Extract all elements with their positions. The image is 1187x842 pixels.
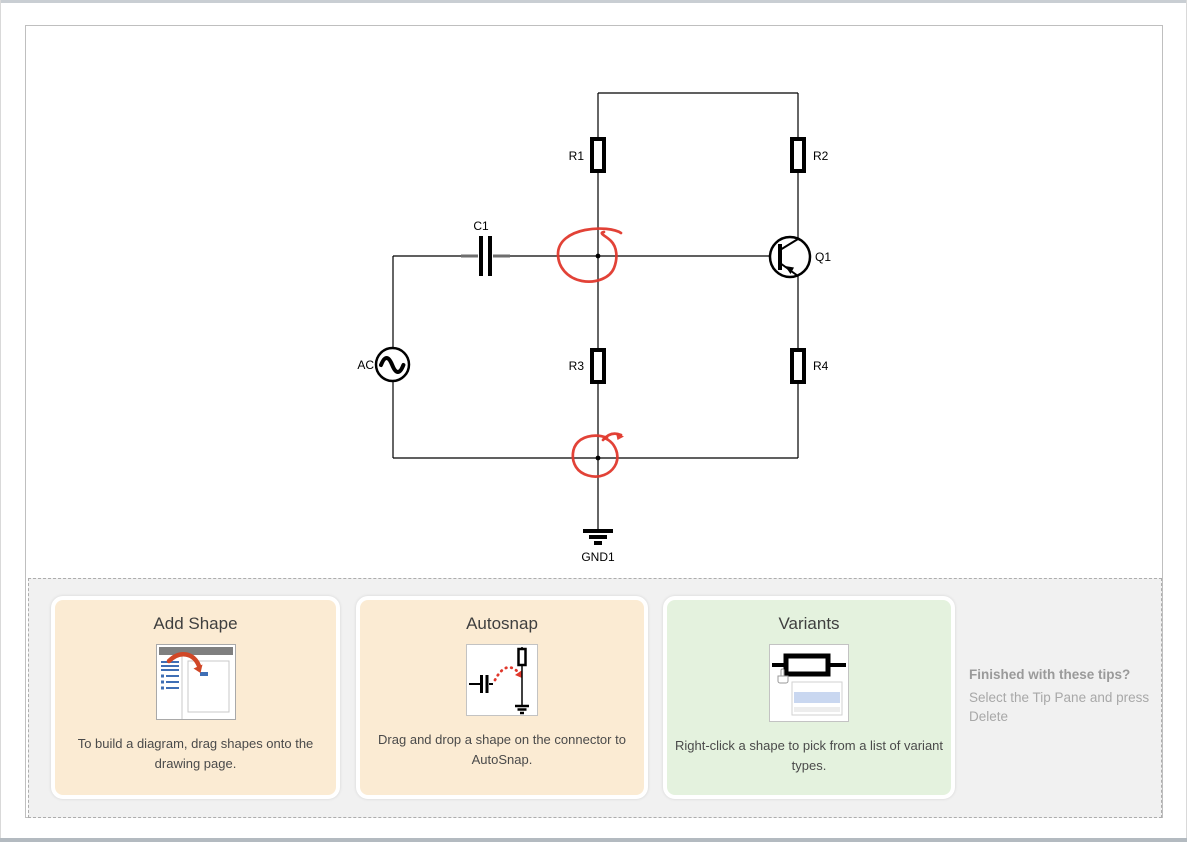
ground-gnd1[interactable]: GND1 <box>581 529 615 564</box>
transistor-q1-label: Q1 <box>815 250 831 264</box>
ac-source-label: AC <box>357 358 374 372</box>
tip-card-title: Autosnap <box>466 614 538 633</box>
tip-pane[interactable]: Add Shape <box>28 578 1162 818</box>
capacitor-c1[interactable]: C1 <box>461 219 510 276</box>
tip-card-body: Right-click a shape to pick from a list … <box>674 738 944 773</box>
tip-card-body: To build a diagram, drag shapes onto the… <box>77 736 314 771</box>
autosnap-icon <box>466 644 538 721</box>
resistor-r4-label: R4 <box>813 359 829 373</box>
window-bottom-strip <box>0 838 1187 842</box>
window-top-strip <box>0 0 1187 3</box>
variants-icon <box>769 644 849 727</box>
tip-card-body: Drag and drop a shape on the connector t… <box>378 732 626 767</box>
resistor-r4[interactable]: R4 <box>790 348 829 384</box>
ground-gnd1-label: GND1 <box>581 550 615 564</box>
resistor-r2[interactable]: R2 <box>790 137 829 173</box>
tips-footer-heading: Finished with these tips? <box>969 667 1131 682</box>
ac-source[interactable]: AC <box>357 346 411 383</box>
junction-dot-upper <box>595 253 601 259</box>
hand-cursor-icon <box>777 668 789 684</box>
tips-footer: Finished with these tips? Select the Tip… <box>969 665 1161 727</box>
resistor-r3-label: R3 <box>569 359 585 373</box>
tip-card-autosnap: Autosnap Drag and d <box>356 596 648 799</box>
transistor-q1[interactable]: Q1 <box>768 235 831 279</box>
tip-card-title: Variants <box>778 614 840 633</box>
add-shape-icon <box>155 644 236 725</box>
capacitor-c1-label: C1 <box>473 219 489 233</box>
tip-card-add-shape: Add Shape <box>51 596 340 799</box>
tip-card-variants: Variants Right-click a shape to pick fro… <box>663 596 955 799</box>
resistor-r2-label: R2 <box>813 149 829 163</box>
emitter-arrow <box>785 266 794 274</box>
tips-footer-body: Select the Tip Pane and press Delete <box>969 689 1150 725</box>
window-left-edge <box>0 0 1 842</box>
resistor-r1-label: R1 <box>569 149 585 163</box>
junction-dot-lower <box>595 455 601 461</box>
resistor-r1[interactable]: R1 <box>569 137 606 173</box>
ink-annotation-upper[interactable] <box>556 227 623 283</box>
resistor-r3[interactable]: R3 <box>569 348 606 384</box>
tip-card-title: Add Shape <box>153 614 238 633</box>
ink-annotation-lower[interactable] <box>571 432 624 478</box>
